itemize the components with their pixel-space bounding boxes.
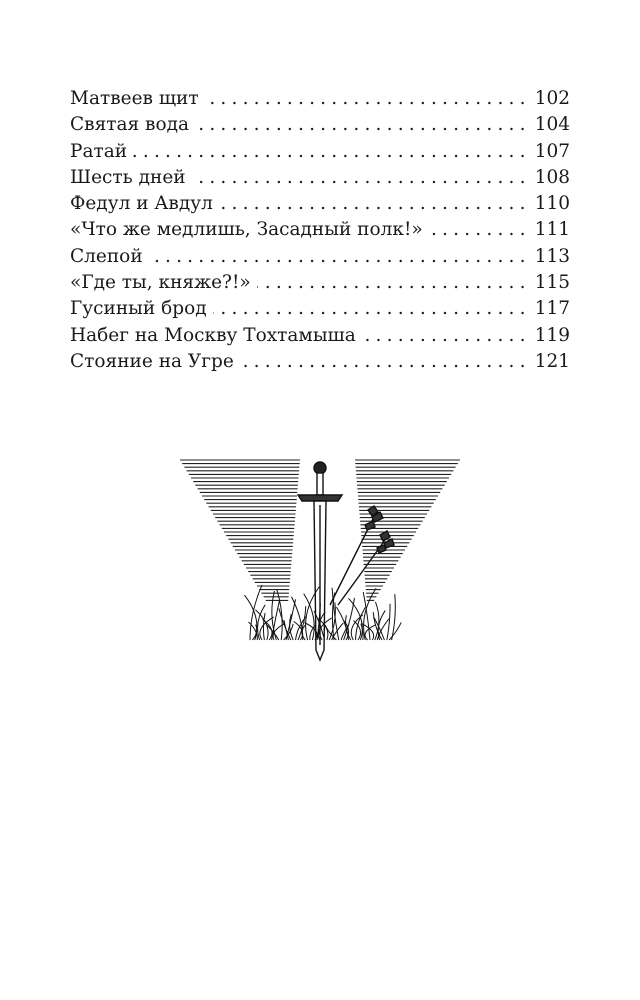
- toc-entry-page: 115: [534, 272, 570, 294]
- toc-entry[interactable]: Набег на Москву Тохтамыша...............…: [70, 325, 570, 351]
- toc-entry-title: Матвеев щит: [70, 88, 199, 109]
- toc-entry[interactable]: «Где ты, княже?!».......................…: [70, 272, 570, 298]
- dot-leader: ........................................…: [133, 140, 531, 162]
- toc-entry[interactable]: Слепой..................................…: [70, 246, 570, 272]
- toc-entry-page: 119: [534, 324, 570, 346]
- toc-entry-title: «Что же медлишь, Засадный полк!»: [70, 219, 423, 241]
- toc-entry[interactable]: Шесть дней..............................…: [70, 167, 570, 193]
- toc-entry[interactable]: Стояние на Угре.........................…: [70, 351, 570, 377]
- toc-entry-page: 110: [534, 193, 570, 215]
- sword-in-grass-engraving-icon: [180, 459, 460, 662]
- toc-entry-page: 108: [534, 166, 570, 188]
- toc-entry-title: Набег на Москву Тохтамыша: [70, 324, 356, 346]
- toc-entry-title: Слепой: [70, 245, 143, 267]
- dot-leader: ........................................…: [362, 324, 531, 346]
- toc-entry[interactable]: Ратай...................................…: [70, 141, 570, 167]
- toc-entry[interactable]: «Что же медлишь, Засадный полк!»........…: [70, 219, 570, 245]
- toc-entry[interactable]: Гусиный брод............................…: [70, 298, 570, 324]
- toc-entry[interactable]: Матвеев щит.............................…: [70, 88, 570, 114]
- toc-entry-page: 113: [534, 245, 570, 267]
- toc-entry[interactable]: Святая вода.............................…: [70, 114, 570, 140]
- dot-leader: ........................................…: [192, 166, 531, 188]
- toc-entry-title: «Где ты, княже?!»: [70, 272, 251, 294]
- dot-leader: ........................................…: [195, 114, 531, 136]
- toc-entry-page: 107: [534, 140, 570, 162]
- dot-leader: ........................................…: [428, 219, 531, 241]
- dot-leader: ........................................…: [213, 298, 531, 320]
- toc-entry-title: Шесть дней: [70, 166, 186, 188]
- toc-entry-title: Стояние на Угре: [70, 350, 234, 372]
- dot-leader: ........................................…: [256, 272, 531, 294]
- dot-leader: ........................................…: [219, 193, 531, 215]
- dot-leader: ........................................…: [149, 245, 531, 267]
- toc-entry-page: 104: [534, 114, 570, 136]
- toc-entry-page: 111: [534, 219, 570, 241]
- toc-entry-page: 117: [534, 298, 570, 320]
- toc-entry-page: 102: [534, 88, 570, 109]
- toc-entry-title: Гусиный брод: [70, 298, 207, 320]
- toc-entry-title: Ратай: [70, 140, 128, 162]
- toc-entry-page: 121: [534, 350, 570, 372]
- toc-entry-title: Святая вода: [70, 114, 190, 136]
- toc-entry-title: Федул и Авдул: [70, 193, 213, 215]
- table-of-contents: Матвеев щит.............................…: [70, 88, 570, 377]
- dot-leader: ........................................…: [240, 350, 531, 372]
- toc-entry[interactable]: Федул и Авдул...........................…: [70, 193, 570, 219]
- dot-leader: ........................................…: [204, 88, 531, 109]
